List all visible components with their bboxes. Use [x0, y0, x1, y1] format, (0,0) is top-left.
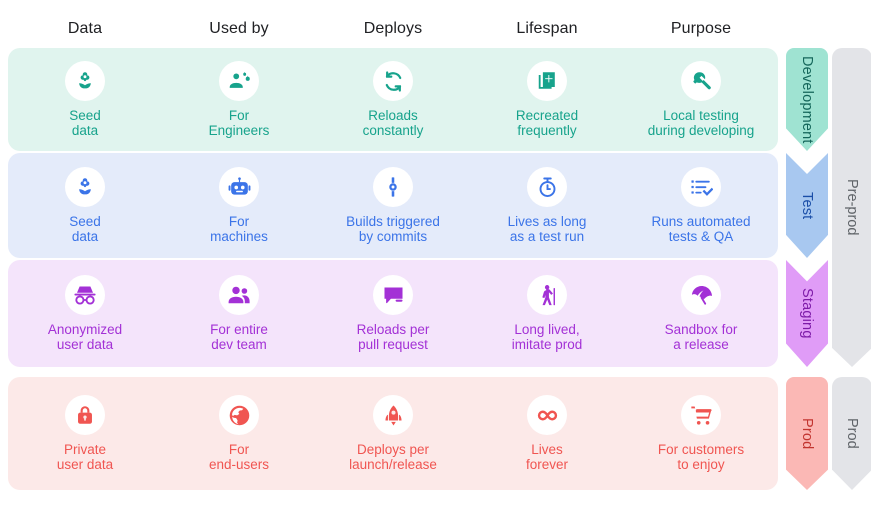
stage-label: Prod: [799, 417, 815, 450]
cell-staging-data: Anonymized user data: [8, 275, 162, 352]
engineer-gears-icon: [219, 61, 259, 101]
cell-development-used-by: For Engineers: [162, 61, 316, 138]
checklist-icon: [681, 167, 721, 207]
row-test: Seed data For machines: [8, 153, 778, 258]
cell-prod-lifespan: Lives forever: [470, 395, 624, 472]
infinity-icon: [527, 395, 567, 435]
cell-staging-deploys: Reloads per pull request: [316, 275, 470, 352]
cell-development-deploys: Reloads constantly: [316, 61, 470, 138]
lock-icon: [65, 395, 105, 435]
cell-label: Deploys per launch/release: [349, 442, 437, 472]
cell-label: Builds triggered by commits: [346, 214, 440, 244]
flower-seedling-icon: [65, 167, 105, 207]
column-header-lifespan: Lifespan: [516, 20, 578, 37]
cell-staging-used-by: For entire dev team: [162, 275, 316, 352]
cell-prod-deploys: Deploys per launch/release: [316, 395, 470, 472]
cell-label: Seed data: [69, 108, 101, 138]
cell-staging-lifespan: Long lived, imitate prod: [470, 275, 624, 352]
stage-band-development[interactable]: Development: [786, 48, 828, 151]
cell-test-data: Seed data: [8, 167, 162, 244]
cell-label: For end-users: [208, 442, 270, 472]
cell-label: Long lived, imitate prod: [511, 322, 583, 352]
column-header-data: Data: [67, 20, 103, 37]
cell-label: Recreated frequently: [515, 108, 579, 138]
cell-label: For machines: [210, 214, 268, 244]
group-band-pre-prod[interactable]: Pre-prod: [832, 48, 871, 367]
cell-label: Local testing during developing: [647, 108, 755, 138]
cell-label: Lives forever: [525, 442, 569, 472]
cell-development-lifespan: Recreated frequently: [470, 61, 624, 138]
cell-development-purpose: Local testing during developing: [624, 61, 778, 138]
stage-band-staging[interactable]: Staging: [786, 260, 828, 367]
cell-label: Reloads constantly: [362, 108, 424, 138]
cell-label: Seed data: [69, 214, 101, 244]
cell-development-data: Seed data: [8, 61, 162, 138]
cell-label: Anonymized user data: [47, 322, 123, 352]
column-header-purpose: Purpose: [670, 20, 732, 37]
row-prod: Private user data For end-users Depl: [8, 377, 778, 490]
commit-icon: [373, 167, 413, 207]
library-add-icon: [527, 61, 567, 101]
cell-label: Reloads per pull request: [356, 322, 430, 352]
cell-label: Lives as long as a test run: [507, 214, 587, 244]
stage-label: Development: [799, 55, 815, 144]
column-header-deploys: Deploys: [363, 20, 423, 37]
refresh-loop-icon: [373, 61, 413, 101]
cell-label: For Engineers: [208, 108, 270, 138]
group-band-prod[interactable]: Prod: [832, 377, 871, 490]
group-label: Prod: [844, 418, 860, 449]
beach-umbrella-icon: [681, 275, 721, 315]
cell-staging-purpose: Sandbox for a release: [624, 275, 778, 352]
stage-label: Test: [799, 191, 815, 220]
stopwatch-icon: [527, 167, 567, 207]
stage-band-prod[interactable]: Prod: [786, 377, 828, 490]
row-development: Seed data For Engineers: [8, 48, 778, 151]
cell-test-lifespan: Lives as long as a test run: [470, 167, 624, 244]
incognito-icon: [65, 275, 105, 315]
flower-seedling-icon: [65, 61, 105, 101]
comment-chat-icon: [373, 275, 413, 315]
shopping-cart-icon: [681, 395, 721, 435]
cell-test-deploys: Builds triggered by commits: [316, 167, 470, 244]
cell-test-purpose: Runs automated tests & QA: [624, 167, 778, 244]
cell-label: For customers to enjoy: [657, 442, 745, 472]
wrench-icon: [681, 61, 721, 101]
cell-prod-data: Private user data: [8, 395, 162, 472]
stage-band-test[interactable]: Test: [786, 153, 828, 258]
group-label: Pre-prod: [844, 179, 860, 236]
row-staging: Anonymized user data For entire dev team: [8, 260, 778, 367]
cell-label: Private user data: [56, 442, 114, 472]
elderly-walking-icon: [527, 275, 567, 315]
cell-label: For entire dev team: [210, 322, 268, 352]
stage-label: Staging: [799, 288, 815, 339]
cell-label: Sandbox for a release: [664, 322, 738, 352]
cell-test-used-by: For machines: [162, 167, 316, 244]
column-header-used-by: Used by: [209, 20, 269, 37]
robot-icon: [219, 167, 259, 207]
cell-prod-purpose: For customers to enjoy: [624, 395, 778, 472]
rocket-launch-icon: [373, 395, 413, 435]
globe-icon: [219, 395, 259, 435]
people-group-icon: [219, 275, 259, 315]
column-header-row: Data Used by Deploys Lifespan Purpose: [8, 10, 778, 48]
cell-label: Runs automated tests & QA: [651, 214, 751, 244]
cell-prod-used-by: For end-users: [162, 395, 316, 472]
